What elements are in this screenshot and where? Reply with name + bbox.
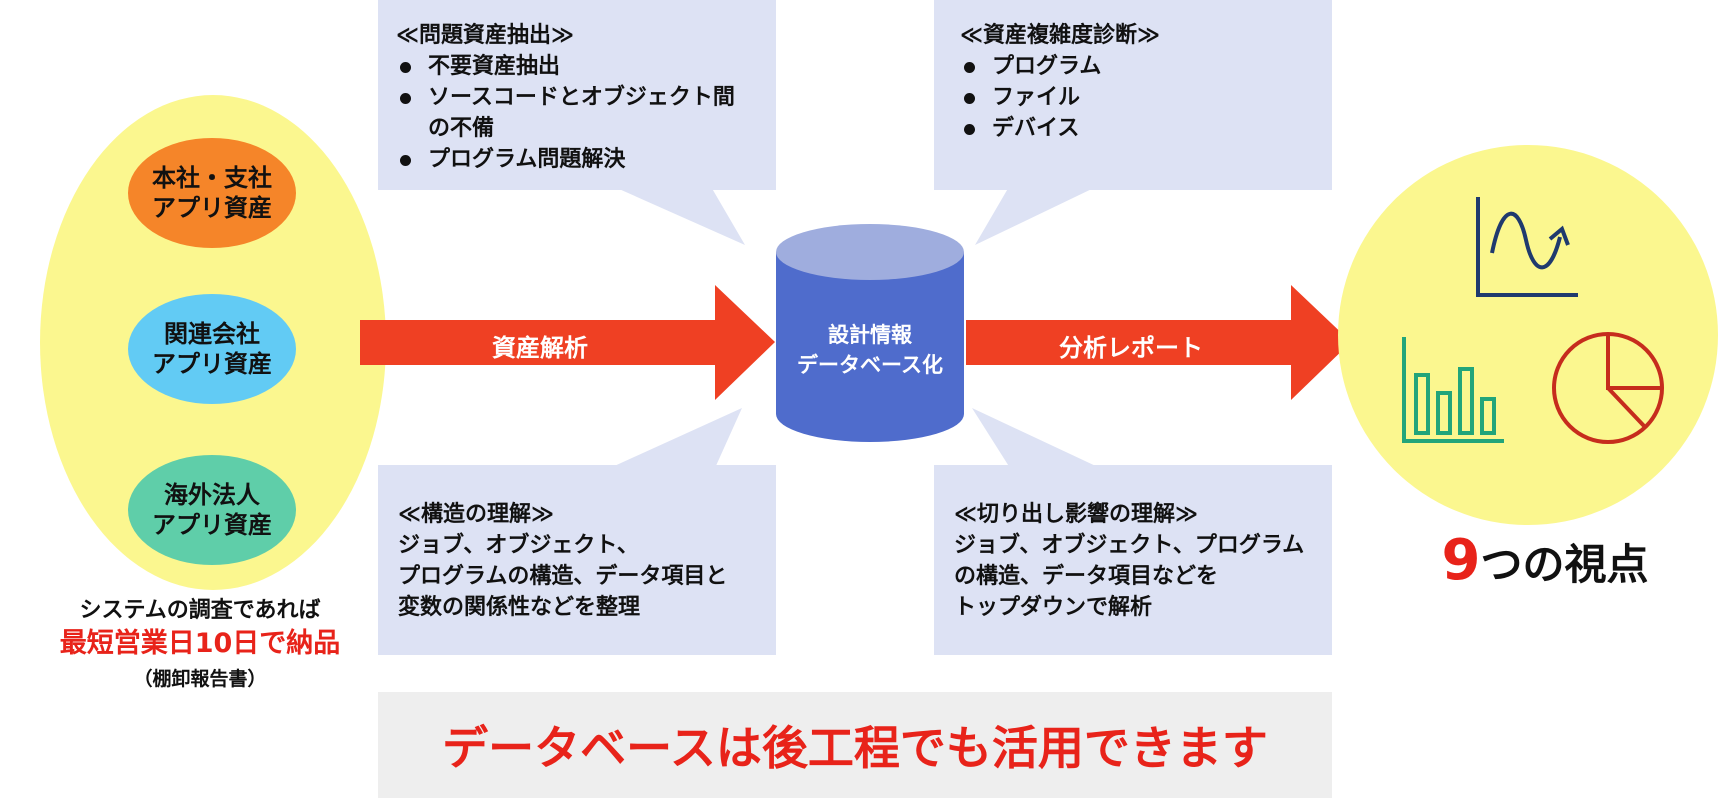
database-label-line2: データベース化: [797, 353, 943, 377]
bubble-line: トップダウンで解析: [954, 595, 1153, 620]
list-item: ファイル: [960, 82, 1332, 113]
banner-text: データベースは後工程でも活用できます: [442, 721, 1268, 775]
line-chart-icon: [1476, 197, 1578, 297]
tail-bottom-left: [610, 408, 742, 468]
perspectives-text: つの視点: [1480, 540, 1649, 589]
tail-top-right: [975, 185, 1100, 245]
bubble-title: ≪問題資産抽出≫: [396, 23, 575, 48]
bubble-line: ジョブ、オブジェクト、: [398, 533, 639, 558]
asset-label-line2: アプリ資産: [152, 194, 272, 222]
delivery-note-report: （棚卸報告書）: [133, 668, 267, 690]
asset-label-line2: アプリ資産: [152, 511, 272, 539]
bubble-line: ジョブ、オブジェクト、プログラム: [954, 533, 1305, 558]
bubble-line: の構造、データ項目などを: [954, 564, 1219, 589]
bubble-structure: ≪構造の理解≫ ジョブ、オブジェクト、 プログラムの構造、データ項目と 変数の関…: [378, 465, 776, 655]
bubble-line: 変数の関係性などを整理: [398, 595, 641, 620]
pie-chart-icon: [1552, 332, 1664, 444]
tail-top-left: [610, 185, 745, 245]
asset-label-line2: アプリ資産: [152, 350, 272, 378]
bubble-problem-assets: ≪問題資産抽出≫ 不要資産抽出 ソースコードとオブジェクト間の不備 プログラム問…: [378, 0, 776, 190]
asset-label-line1: 海外法人: [164, 481, 260, 509]
bubble-impact: ≪切り出し影響の理解≫ ジョブ、オブジェクト、プログラム の構造、データ項目など…: [934, 465, 1332, 655]
asset-label-line1: 本社・支社: [152, 164, 272, 192]
asset-overseas: 海外法人 アプリ資産: [128, 455, 296, 565]
perspectives-circle: [1338, 145, 1718, 525]
bubble-title: ≪資産複雑度診断≫: [960, 23, 1161, 48]
bottom-banner: データベースは後工程でも活用できます: [378, 692, 1332, 798]
list-item: 不要資産抽出: [396, 51, 776, 82]
list-item: プログラム: [960, 51, 1332, 82]
bubble-title: ≪切り出し影響の理解≫: [954, 502, 1199, 527]
delivery-highlight: 最短営業日10日で納品: [59, 628, 341, 659]
bar-chart-icon: [1402, 337, 1504, 443]
delivery-note: システムの調査であれば 最短営業日10日で納品 （棚卸報告書）: [0, 592, 400, 691]
asset-label-line1: 関連会社: [164, 320, 260, 348]
arrow-label-asset-analysis: 資産解析: [492, 334, 588, 362]
asset-head-office: 本社・支社 アプリ資産: [128, 138, 296, 248]
arrow-asset-analysis: [360, 285, 775, 400]
bubble-list: 不要資産抽出 ソースコードとオブジェクト間の不備 プログラム問題解決: [396, 51, 776, 175]
asset-affiliates: 関連会社 アプリ資産: [128, 294, 296, 404]
bubble-list: プログラム ファイル デバイス: [960, 51, 1332, 144]
perspectives-number: 9: [1441, 528, 1481, 593]
list-item: プログラム問題解決: [396, 144, 776, 175]
database-label-line1: 設計情報: [828, 323, 912, 347]
database-icon: [776, 224, 964, 442]
database-label: 設計情報 データベース化: [770, 320, 970, 380]
tail-bottom-right: [972, 408, 1100, 468]
bubble-line: プログラムの構造、データ項目と: [398, 564, 728, 589]
bubble-complexity: ≪資産複雑度診断≫ プログラム ファイル デバイス: [934, 0, 1332, 190]
list-item: ソースコードとオブジェクト間の不備: [396, 82, 776, 144]
arrow-label-analysis-report: 分析レポート: [1059, 334, 1203, 362]
perspectives-title: 9つの視点: [1395, 528, 1695, 593]
arrow-analysis-report: [966, 285, 1351, 400]
delivery-note-line1: システムの調査であれば: [79, 598, 321, 623]
bubble-title: ≪構造の理解≫: [398, 502, 555, 527]
list-item: デバイス: [960, 113, 1332, 144]
